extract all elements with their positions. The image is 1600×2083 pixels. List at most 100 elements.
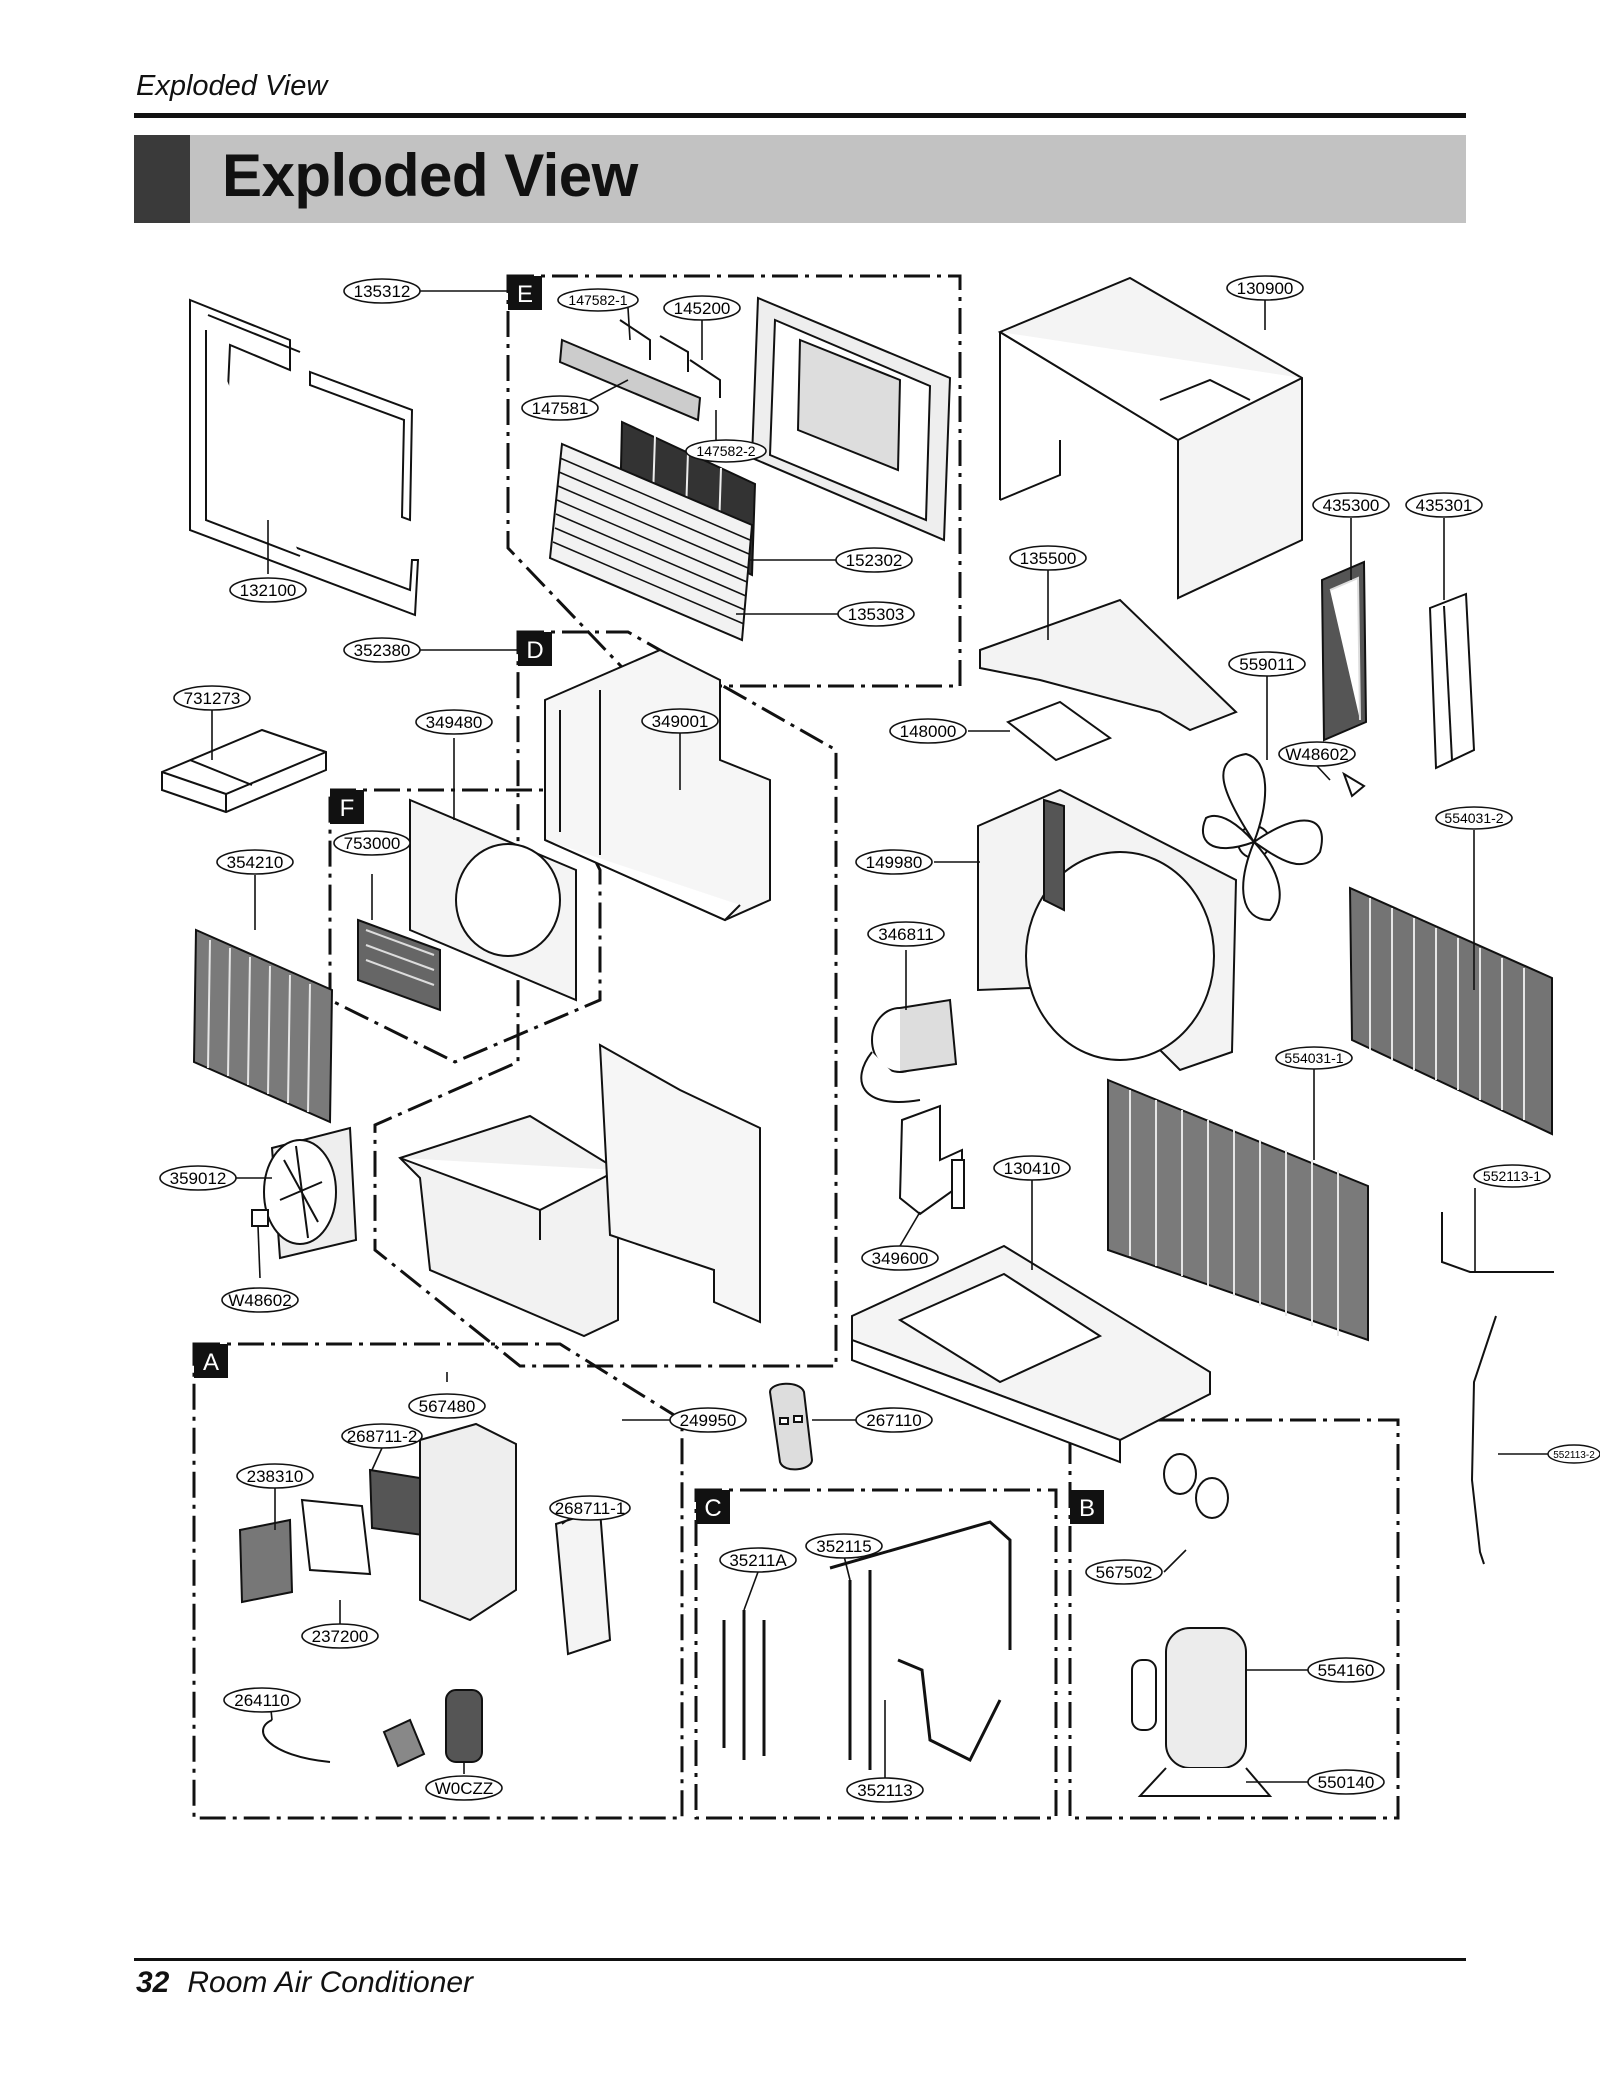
header-rule	[134, 113, 1466, 118]
section-badge-f: F	[330, 790, 364, 824]
part-callout: 552113-2	[1547, 1444, 1600, 1464]
running-header: Exploded View	[136, 70, 328, 102]
part-callout: 550140	[1307, 1769, 1385, 1795]
part-callout: 268711-1	[549, 1495, 631, 1521]
part-number: 132100	[240, 581, 297, 600]
section-badge-a: A	[194, 1344, 228, 1378]
part-number: 550140	[1318, 1773, 1375, 1792]
part-number: 147581	[532, 399, 589, 418]
control-panel-drawing	[238, 1468, 434, 1604]
section-letter: D	[526, 637, 543, 664]
part-callout: 148000	[889, 718, 967, 744]
part-callout: W48602	[221, 1287, 299, 1313]
part-callout: 132100	[229, 577, 307, 603]
footer-rule	[134, 1958, 1466, 1961]
part-number: 346811	[878, 925, 933, 944]
part-callout: 147581	[521, 395, 599, 421]
louver-drawing	[558, 319, 721, 422]
part-callout: 135500	[1009, 545, 1087, 571]
part-number: 554160	[1318, 1661, 1375, 1680]
part-callout: 567502	[1085, 1559, 1163, 1585]
part-number: 352115	[816, 1537, 871, 1556]
part-callout: 149980	[855, 849, 933, 875]
part-callout: 152302	[835, 547, 913, 573]
part-number: 238310	[247, 1467, 304, 1486]
base-pan-drawing	[851, 1244, 1211, 1464]
section-b-boundary	[1068, 1418, 1400, 1820]
part-number: 35211A	[729, 1551, 787, 1570]
condenser-coil-bottom-drawing	[1107, 1078, 1369, 1342]
condenser-coil-top-drawing	[1348, 886, 1553, 1136]
side-louver-drawing	[1320, 560, 1476, 770]
part-number: 135303	[848, 605, 905, 624]
capillary-drawing	[1441, 1212, 1554, 1565]
part-callout: 354210	[216, 849, 294, 875]
part-number: 435301	[1416, 496, 1473, 515]
part-number: 349600	[872, 1249, 929, 1268]
part-callout: 554160	[1307, 1657, 1385, 1683]
part-callout: 35211A	[719, 1547, 797, 1573]
part-callout: 135312	[343, 278, 421, 304]
part-number: 135312	[354, 282, 411, 301]
part-number: 268711-1	[555, 1499, 626, 1518]
section-c-boundary	[694, 1488, 1058, 1820]
part-number: W48602	[228, 1291, 291, 1310]
part-number: 354210	[227, 853, 284, 872]
part-callout: 349001	[641, 708, 719, 734]
part-callout: 554031-1	[1275, 1046, 1353, 1070]
part-callout: 435301	[1405, 492, 1483, 518]
package-box-drawing	[161, 728, 327, 814]
part-number: 435300	[1323, 496, 1380, 515]
part-callout: 147582-1	[557, 288, 639, 312]
section-badge-c: C	[696, 1490, 730, 1524]
part-callout: 552113-1	[1473, 1164, 1551, 1188]
part-callout: 731273	[173, 685, 251, 711]
tubing-drawing	[722, 1520, 1012, 1770]
part-callout: 753000	[333, 830, 411, 856]
components	[161, 276, 1554, 1797]
part-callout: 567480	[408, 1393, 486, 1419]
part-number: 552113-2	[1553, 1450, 1595, 1461]
section-badge-e: E	[508, 276, 542, 310]
part-callout: 352380	[343, 637, 421, 663]
title-band: Exploded View	[134, 135, 1466, 223]
part-number: 554031-2	[1444, 810, 1503, 826]
control-box-a-drawing	[262, 1422, 612, 1768]
part-number: 267110	[866, 1411, 921, 1430]
front-panel-drawing	[750, 296, 952, 542]
remote-drawing	[768, 1382, 814, 1471]
fan-blade-drawing	[1201, 752, 1366, 922]
fan-motor-drawing	[860, 998, 958, 1103]
part-number: 130410	[1004, 1159, 1061, 1178]
part-number: 567480	[419, 1397, 476, 1416]
page-title: Exploded View	[222, 142, 638, 209]
part-number: 145200	[674, 299, 731, 318]
part-number: 268711-2	[347, 1427, 418, 1446]
section-badges: E D F A C B	[194, 276, 1104, 1524]
part-number: 753000	[344, 834, 401, 853]
evaporator-coil-drawing	[192, 928, 334, 1124]
heater-drawing	[357, 918, 441, 1012]
part-number: 135500	[1020, 549, 1077, 568]
cabinet-drawing	[997, 276, 1303, 600]
fan-shroud-drawing	[977, 788, 1238, 1072]
section-letter: F	[340, 795, 355, 822]
part-callout: 130410	[993, 1155, 1071, 1181]
part-number: 731273	[184, 689, 241, 708]
control-bracket-drawing	[544, 648, 771, 922]
part-callout: 147582-2	[685, 439, 767, 463]
part-number: 249950	[680, 1411, 737, 1430]
motor-mount-drawing	[898, 1104, 965, 1216]
part-number: W48602	[1285, 745, 1348, 764]
part-number: 567502	[1096, 1563, 1153, 1582]
part-number: 130900	[1237, 279, 1294, 298]
part-callout: 346811	[867, 921, 945, 947]
part-number: W0CZZ	[435, 1779, 494, 1798]
orifice-drawing	[409, 798, 577, 1002]
part-number: 148000	[900, 722, 957, 741]
part-callout: 249950	[669, 1407, 747, 1433]
section-letter: B	[1079, 1495, 1095, 1522]
part-number: 237200	[312, 1627, 369, 1646]
